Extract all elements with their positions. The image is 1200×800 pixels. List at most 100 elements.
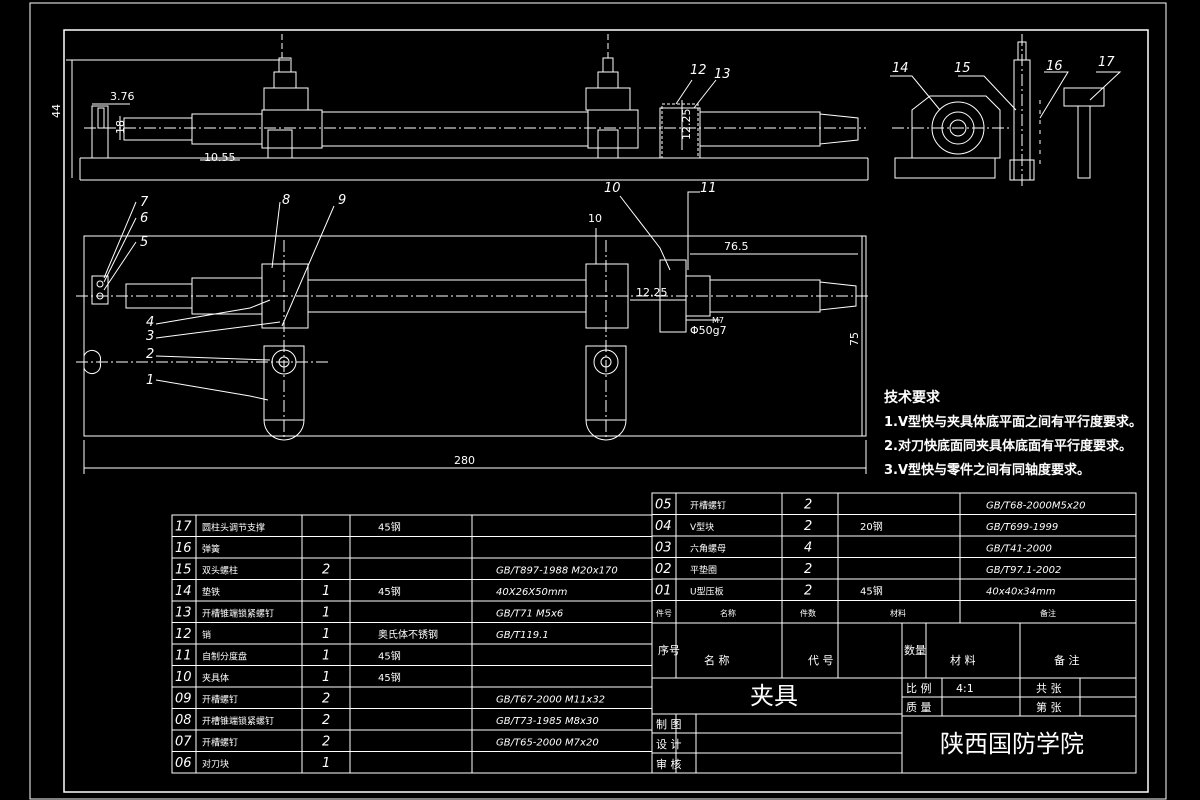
dim-10-55: 10.55 xyxy=(204,151,236,164)
balloon-16: 16 xyxy=(1046,59,1063,74)
dim-3-76: 3.76 xyxy=(110,90,135,103)
dim-phi50g7: Φ50g7 xyxy=(690,324,727,337)
part-no: 01 xyxy=(655,583,672,598)
part-name: U型压板 xyxy=(690,585,724,597)
part-no: 15 xyxy=(175,562,192,577)
part-no: 09 xyxy=(175,691,192,706)
part-name: 双头螺柱 xyxy=(202,564,238,576)
scale-value: 4:1 xyxy=(956,682,974,695)
balloon-3: 3 xyxy=(146,329,154,344)
part-name: 垫铁 xyxy=(202,586,220,598)
tech-requirement-2: 2.对刀快底面同夹具体底面有平行度要求。 xyxy=(884,438,1132,454)
part-qty: 1 xyxy=(322,584,330,599)
hdr-qty: 数量 xyxy=(904,644,926,657)
hdr-note: 备 注 xyxy=(1054,653,1080,667)
outer-frame xyxy=(29,2,1167,800)
tech-requirements-title: 技术要求 xyxy=(884,389,941,406)
part-no: 11 xyxy=(175,648,192,663)
part-qty: 2 xyxy=(804,562,812,577)
tech-requirement-1: 1.V型快与夹具体底平面之间有平行度要求。 xyxy=(884,414,1142,430)
part-standard: GB/T68-2000M5x20 xyxy=(986,500,1086,511)
drawing-name: 夹具 xyxy=(750,682,798,710)
balloon-leaders xyxy=(103,71,1122,401)
parts-list-right-grid xyxy=(651,492,1137,624)
right-hdr-note: 备注 xyxy=(1040,608,1056,618)
part-name: V型块 xyxy=(690,521,714,533)
part-standard: GB/T97.1-2002 xyxy=(986,565,1061,576)
part-standard: 40x40x34mm xyxy=(986,586,1056,597)
part-name: 六角螺母 xyxy=(690,542,726,554)
table-row: 09 开槽螺钉 2 GB/T67-2000 M11x32 xyxy=(175,691,605,706)
part-no: 05 xyxy=(655,497,672,512)
part-name: 开槽锥端锁紧螺钉 xyxy=(202,607,274,619)
dim-10: 10 xyxy=(588,212,602,225)
part-no: 16 xyxy=(175,541,192,556)
plan-view xyxy=(76,192,870,474)
part-name: 对刀块 xyxy=(202,758,229,770)
part-no: 04 xyxy=(655,519,672,534)
scale-label: 比 例 xyxy=(906,681,932,695)
front-view xyxy=(66,34,869,181)
part-standard: 40X26X50mm xyxy=(496,587,568,598)
part-material: 45钢 xyxy=(378,520,401,533)
part-name: 圆柱头调节支撑 xyxy=(202,521,265,533)
part-qty: 1 xyxy=(322,648,330,663)
part-qty: 2 xyxy=(322,691,330,706)
part-name: 开槽锥端锁紧螺钉 xyxy=(202,715,274,727)
part-material: 45钢 xyxy=(378,649,401,662)
table-row: 05 开槽螺钉 2 GB/T68-2000M5x20 xyxy=(655,497,1086,512)
part-no: 12 xyxy=(175,627,192,642)
part-name: 弹簧 xyxy=(202,543,220,555)
right-hdr-name: 名称 xyxy=(720,608,736,618)
hdr-no: 序号 xyxy=(658,643,680,657)
part-name: 开槽螺钉 xyxy=(202,693,238,705)
part-name: 开槽螺钉 xyxy=(690,499,726,511)
part-standard: GB/T67-2000 M11x32 xyxy=(496,694,605,705)
balloon-8: 8 xyxy=(282,193,290,208)
part-no: 02 xyxy=(655,562,672,577)
part-qty: 2 xyxy=(804,497,812,512)
part-material: 45钢 xyxy=(378,585,401,598)
part-standard: GB/T71 M5x6 xyxy=(496,608,563,619)
balloon-13: 13 xyxy=(714,67,731,82)
part-no: 06 xyxy=(175,756,192,771)
balloon-6: 6 xyxy=(140,211,148,226)
part-qty: 2 xyxy=(804,519,812,534)
sheet-label: 第 张 xyxy=(1036,700,1062,714)
part-no: 03 xyxy=(655,540,672,555)
part-name: 开槽螺钉 xyxy=(202,736,238,748)
part-qty: 2 xyxy=(322,562,330,577)
hdr-name: 名 称 xyxy=(704,653,730,667)
part-no: 17 xyxy=(175,519,192,534)
dim-m7: M7 xyxy=(712,316,724,325)
table-row: 16 弹簧 xyxy=(175,541,220,556)
part-standard: GB/T119.1 xyxy=(496,630,549,641)
balloon-14: 14 xyxy=(892,61,909,76)
part-name: 夹具体 xyxy=(202,672,229,684)
side-view xyxy=(892,34,1105,188)
part-name: 销 xyxy=(202,629,211,641)
parts-list-left: 17 圆柱头调节支撑 45钢 16 弹簧 15 双头螺柱 2 GB/T897-1988 M20x… xyxy=(175,519,618,771)
dim-76-5: 76.5 xyxy=(724,240,749,253)
table-row: 15 双头螺柱 2 GB/T897-1988 M20x170 xyxy=(175,562,618,577)
dim-44: 44 xyxy=(50,104,63,118)
designed-by: 设 计 xyxy=(656,738,682,751)
balloon-5: 5 xyxy=(140,235,148,250)
part-standard: GB/T73-1985 M8x30 xyxy=(496,716,599,727)
balloon-1: 1 xyxy=(146,373,154,388)
parts-list-left-grid xyxy=(171,514,653,774)
part-standard: GB/T897-1988 M20x170 xyxy=(496,565,618,576)
weight-label: 质 量 xyxy=(906,701,932,714)
tech-requirement-3: 3.V型快与零件之间有同轴度要求。 xyxy=(884,462,1090,478)
part-no: 10 xyxy=(175,670,192,685)
part-name: 平垫圈 xyxy=(690,564,717,576)
sheets-label: 共 张 xyxy=(1036,682,1062,695)
